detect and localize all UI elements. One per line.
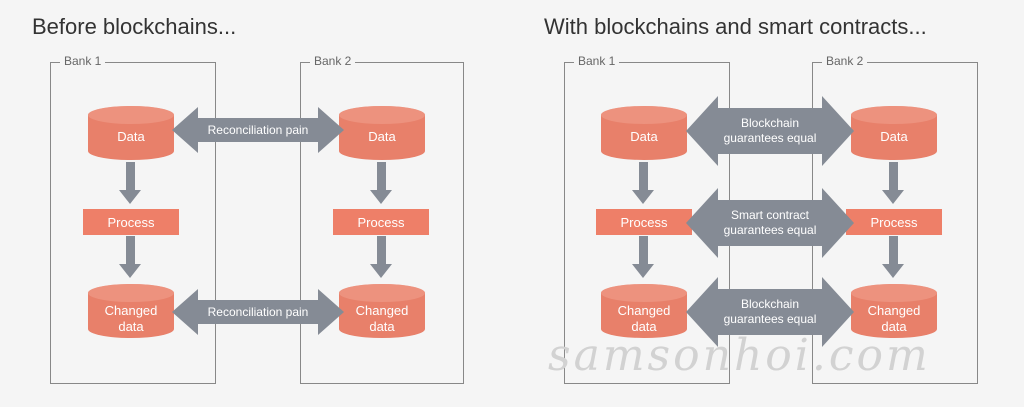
left-bank1-label: Bank 1 [60,54,106,68]
left-bank2-box [300,62,464,384]
right-arrow-bottom-label: Blockchain guarantees equal [686,277,854,347]
right-bank1-arrow-down-2 [632,236,654,278]
left-bank1-arrow-down-2 [119,236,141,278]
left-bank1-arrow-down-1 [119,162,141,204]
right-bank2-arrow-down-1 [882,162,904,204]
left-bank1-changed-line2: data [118,319,144,334]
right-smart-contract-arrow [686,188,854,258]
right-bank1-process: Process [596,209,692,235]
left-bank2-process: Process [333,209,429,235]
left-reconciliation-arrow-top [172,107,344,153]
right-arrow-top-line1: Blockchain [740,116,800,130]
left-bank2-changed-line1: Changed [355,303,409,318]
left-bank1-changed-line1: Changed [104,303,158,318]
right-bank2-process: Process [846,209,942,235]
left-bank2-changed-line2: data [369,319,395,334]
right-arrow-mid-label: Smart contract guarantees equal [686,188,854,258]
right-arrow-bottom-line2: guarantees equal [723,312,817,326]
right-bank1-arrow-down-1 [632,162,654,204]
left-bank2-arrow-down-1 [370,162,392,204]
left-bank2-data: Data [339,106,425,160]
left-bank1-box [50,62,216,384]
right-bank2-changed-line1: Changed [867,303,921,318]
right-bank2-data: Data [851,106,937,160]
left-bank1-data: Data [88,106,174,160]
right-arrow-top-label: Blockchain guarantees equal [686,96,854,166]
right-blockchain-arrow-bottom [686,277,854,347]
right-bank1-changed-line1: Changed [617,303,671,318]
right-title: With blockchains and smart contracts... [544,14,927,39]
left-bank2-data-label: Data [368,129,396,144]
left-bank1-data-label: Data [117,129,145,144]
left-bank2-label: Bank 2 [310,54,356,68]
right-bank2-arrow-down-2 [882,236,904,278]
right-bank1-changed-line2: data [631,319,657,334]
right-bank2-label: Bank 2 [822,54,868,68]
left-reconciliation-arrow-bottom [172,289,344,335]
left-arrow-bottom-label: Reconciliation pain [207,304,309,319]
right-arrow-mid-line1: Smart contract [730,208,810,222]
right-arrow-mid-line2: guarantees equal [723,223,817,237]
right-bank2-data-label: Data [880,129,908,144]
left-bank1-process: Process [83,209,179,235]
right-bank1-label: Bank 1 [574,54,620,68]
right-arrow-top-line2: guarantees equal [723,131,817,145]
watermark: samsonhoi.com [548,330,931,381]
right-blockchain-arrow-top [686,96,854,166]
left-bank2-arrow-down-2 [370,236,392,278]
right-arrow-bottom-line1: Blockchain [740,297,800,311]
left-arrow-top-label: Reconciliation pain [207,122,309,137]
left-title: Before blockchains... [32,14,237,39]
right-bank1-data: Data [601,106,687,160]
right-bank1-data-label: Data [630,129,658,144]
right-bank2-changed-line2: data [881,319,907,334]
